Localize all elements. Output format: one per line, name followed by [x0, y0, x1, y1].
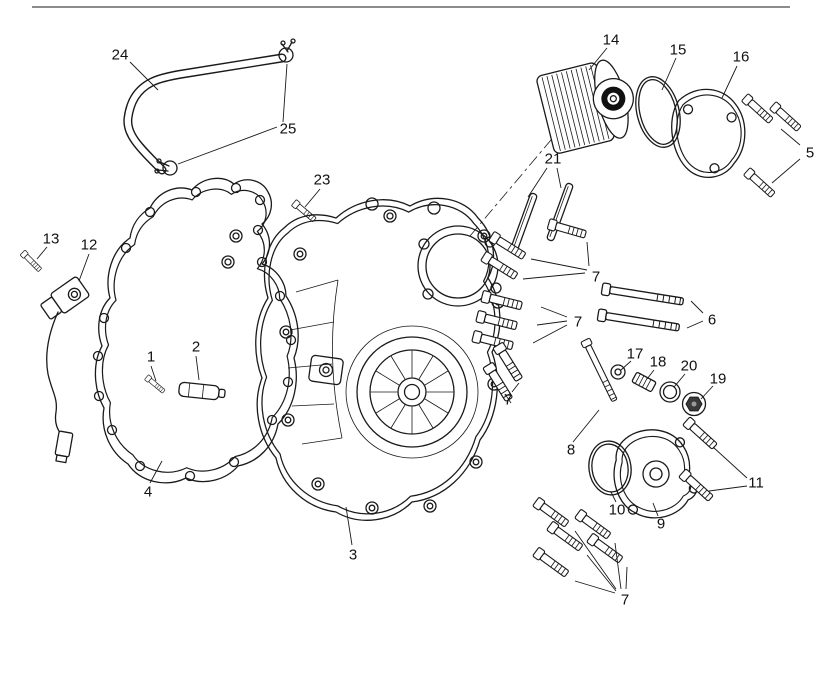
oil-filter-14 — [536, 59, 634, 154]
strips-21 — [510, 182, 574, 252]
filter-cover-16 — [671, 88, 747, 178]
bolt-8 — [580, 337, 620, 404]
bolt-cluster-7-bottom — [532, 496, 625, 580]
crankcase-cover-3 — [255, 197, 505, 521]
cover-gasket-4 — [92, 177, 299, 484]
plug-ball-17 — [610, 364, 626, 380]
plug-bolt-19 — [681, 391, 707, 417]
leader-lines — [36, 47, 801, 594]
spacer-2 — [178, 381, 226, 401]
bolts-5 — [740, 93, 803, 200]
o-ring-20 — [659, 381, 681, 403]
spring-18 — [631, 372, 657, 392]
pickup-sensor-12 — [40, 276, 90, 464]
breather-hose-24 — [123, 53, 287, 175]
bolts-11 — [678, 416, 719, 504]
bolt-cluster-7-upper — [480, 218, 588, 282]
sensor-bolt-13 — [19, 249, 43, 273]
hose-clamp-25-lower — [154, 158, 178, 176]
o-ring-10 — [588, 440, 632, 496]
bolt-cluster-7-lower — [482, 341, 525, 404]
long-bolts-6 — [596, 282, 685, 335]
hose-clamp-25-upper — [278, 38, 296, 63]
assembly-centerline — [469, 133, 557, 237]
